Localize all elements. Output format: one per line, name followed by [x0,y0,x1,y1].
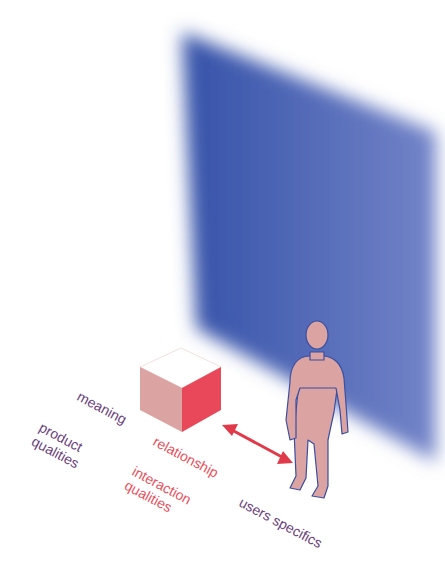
double-arrow [222,424,293,464]
product-qualities-label: product qualities [29,419,102,478]
person-figure [286,321,348,498]
users-specifics-label: users specifics [236,494,367,574]
interaction-qualities-label: interaction qualities [122,463,209,530]
cube [140,348,221,432]
